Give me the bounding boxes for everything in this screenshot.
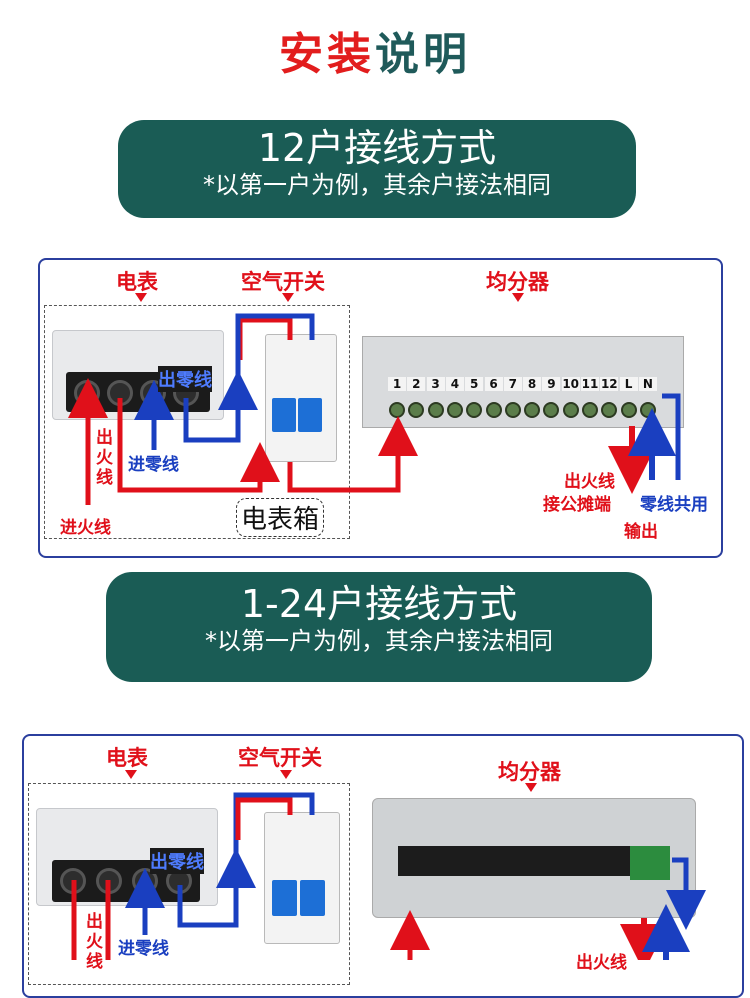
in-fire-label: 进火线 xyxy=(60,518,111,538)
neutral-shared-label: 零线共用 xyxy=(640,495,708,515)
banner-24-households: 1-24户接线方式 *以第一户为例，其余户接法相同 xyxy=(106,572,652,682)
page-title: 安装说明 xyxy=(0,18,750,82)
fire-out-note-2: 接公摊端 xyxy=(543,495,611,515)
distributor-label-arrow xyxy=(512,293,524,302)
meter-label-2: 电表 xyxy=(106,746,148,770)
banner-heading: 12户接线方式 xyxy=(257,126,497,170)
meter-label-arrow-2 xyxy=(125,770,137,779)
terminal-number-11: 11 xyxy=(581,377,599,391)
terminal-number-5: 5 xyxy=(465,377,484,391)
terminal-screw-8 xyxy=(524,402,541,418)
banner2-heading: 1-24户接线方式 xyxy=(240,582,518,626)
fire-out-note-3: 输出 xyxy=(624,522,658,542)
terminal-screw-7 xyxy=(504,402,521,418)
terminal-screw-12 xyxy=(601,402,618,418)
meter-label-arrow xyxy=(135,293,147,302)
terminal-number-6: 6 xyxy=(484,377,503,391)
fire-out-partial-label: 出火线 xyxy=(576,953,627,973)
distributor-label-arrow-2 xyxy=(525,783,537,792)
terminal-screw-3 xyxy=(427,402,444,418)
terminal-number-L: L xyxy=(619,377,638,391)
breaker-label-arrow-2 xyxy=(280,770,292,779)
terminal-number-1: 1 xyxy=(388,377,406,391)
banner2-note: *以第一户为例，其余户接法相同 xyxy=(205,627,553,655)
breaker-label-2: 空气开关 xyxy=(238,746,322,770)
terminal-screw-4 xyxy=(446,402,463,418)
meter-terminal-2 xyxy=(107,380,133,406)
terminal-number-4: 4 xyxy=(445,377,464,391)
out-fire-text-2: 出火线 xyxy=(86,912,103,972)
wiring-lines-2 xyxy=(71,792,706,960)
out-fire-label-2: 出火线 xyxy=(86,912,104,972)
out-fire-label: 出火线 xyxy=(96,428,114,488)
title-part-red: 安装 xyxy=(279,29,375,80)
meter-label: 电表 xyxy=(116,270,158,294)
terminal-number-3: 3 xyxy=(426,377,445,391)
breaker-label: 空气开关 xyxy=(241,270,325,294)
out-neutral-label: 出零线 xyxy=(158,366,212,392)
breaker2-handle-2 xyxy=(300,880,325,916)
banner-note: *以第一户为例，其余户接法相同 xyxy=(203,171,551,199)
distributor-label: 均分器 xyxy=(486,270,549,294)
title-part-dark: 说明 xyxy=(375,29,471,80)
terminal-number-8: 8 xyxy=(523,377,542,391)
fire-out-note-1: 出火线 xyxy=(564,472,615,492)
terminal-number-10: 10 xyxy=(561,377,580,391)
terminal-screw-10 xyxy=(562,402,579,418)
terminal-screw-5 xyxy=(466,402,483,418)
terminal-screw-6 xyxy=(485,402,502,418)
terminal-number-N: N xyxy=(638,377,657,391)
banner-12-households: 12户接线方式 *以第一户为例，其余户接法相同 xyxy=(118,120,636,218)
in-neutral-label-2: 进零线 xyxy=(118,939,169,959)
distributor2-terminal-strip xyxy=(398,846,630,876)
breaker-handle-2 xyxy=(298,398,322,432)
terminal-number-12: 12 xyxy=(600,377,619,391)
breaker-handle-1 xyxy=(272,398,296,432)
wiring-lines-1 xyxy=(68,313,681,505)
in-neutral-label: 进零线 xyxy=(128,455,179,475)
terminal-number-7: 7 xyxy=(503,377,522,391)
out-fire-text: 出火线 xyxy=(96,428,113,488)
terminal-screw-9 xyxy=(543,402,560,418)
out-neutral-label-2: 出零线 xyxy=(150,848,204,874)
air-switch-breaker-2 xyxy=(264,812,340,944)
terminal-number-2: 2 xyxy=(407,377,426,391)
meter-box-outline xyxy=(44,305,350,539)
terminal-number-9: 9 xyxy=(542,377,561,391)
breaker2-handle-1 xyxy=(272,880,297,916)
distributor-label-2: 均分器 xyxy=(498,760,561,784)
breaker-label-arrow xyxy=(282,293,294,302)
terminal-screw-11 xyxy=(582,402,598,418)
distributor2-green-terminal xyxy=(630,846,670,880)
meter-box-label: 电表箱 xyxy=(236,498,325,537)
